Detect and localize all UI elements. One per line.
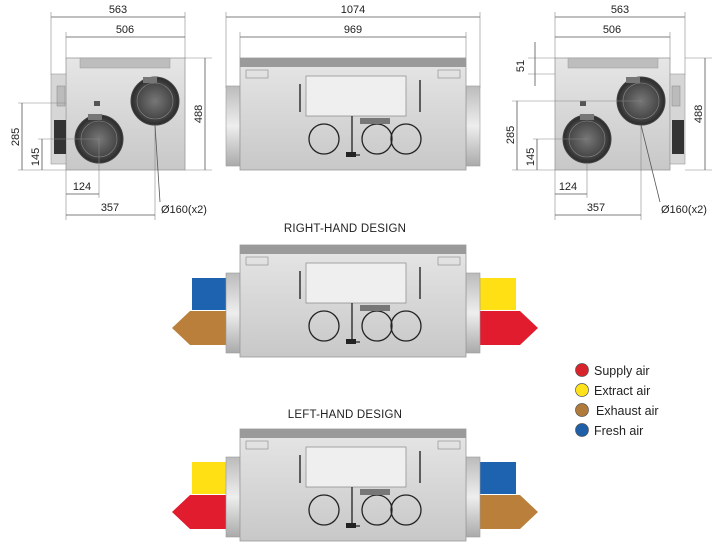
cable-gland-right — [672, 120, 684, 154]
left-hand-design — [172, 428, 538, 542]
dim-506-left: 506 — [116, 24, 134, 36]
dim-563-left: 563 — [109, 4, 127, 16]
air-type-legend: Supply air Extract air Exhaust air Fresh… — [575, 363, 659, 438]
dim-563-right: 563 — [611, 4, 629, 16]
dim-488-left: 488 — [193, 105, 205, 123]
dim-357-left: 357 — [101, 202, 119, 214]
supply-air-outlet-lh — [172, 495, 228, 529]
unit-front-1 — [225, 57, 481, 171]
dim-506-right: 506 — [603, 24, 621, 36]
legend-swatch-extract — [575, 383, 589, 397]
legend-label-supply: Supply air — [594, 364, 650, 378]
port-upper-left — [130, 76, 180, 126]
dim-969: 969 — [344, 24, 362, 36]
legend-swatch-fresh — [575, 423, 589, 437]
legend-label-extract: Extract air — [594, 384, 650, 398]
center-front-view: 1074 969 — [225, 4, 481, 88]
extract-air-inlet-rh — [480, 278, 516, 310]
fresh-air-inlet-rh — [192, 278, 228, 310]
dim-357-right: 357 — [587, 202, 605, 214]
dim-51: 51 — [515, 60, 527, 72]
left-hand-design-title: LEFT-HAND DESIGN — [288, 409, 402, 421]
legend-swatch-supply — [575, 363, 589, 377]
right-side-view: 563 506 51 488 285 145 — [505, 4, 712, 220]
dim-diameter-left: Ø160(x2) — [161, 204, 207, 216]
fresh-air-inlet-lh — [480, 462, 516, 494]
dim-diameter-right: Ø160(x2) — [661, 204, 707, 216]
left-side-view: 563 506 488 285 145 — [10, 4, 212, 220]
dim-285-right: 285 — [505, 126, 517, 144]
dim-124-right: 124 — [559, 181, 577, 193]
extract-air-inlet-lh — [192, 462, 228, 494]
cable-gland-left — [54, 120, 66, 154]
exhaust-air-outlet-rh — [172, 311, 228, 345]
right-hand-design — [172, 244, 538, 358]
right-hand-design-title: RIGHT-HAND DESIGN — [284, 223, 406, 235]
control-box — [305, 75, 407, 117]
dim-145-left: 145 — [30, 148, 42, 166]
supply-air-outlet-rh — [480, 311, 538, 345]
legend-swatch-exhaust — [575, 403, 589, 417]
legend-label-fresh: Fresh air — [594, 424, 643, 438]
dim-145-right: 145 — [525, 148, 537, 166]
dim-124-left: 124 — [73, 181, 91, 193]
exhaust-air-outlet-lh — [480, 495, 538, 529]
legend-label-exhaust: Exhaust air — [596, 404, 659, 418]
dim-285-left: 285 — [10, 128, 22, 146]
dim-488-right: 488 — [693, 105, 705, 123]
dim-1074: 1074 — [341, 4, 365, 16]
